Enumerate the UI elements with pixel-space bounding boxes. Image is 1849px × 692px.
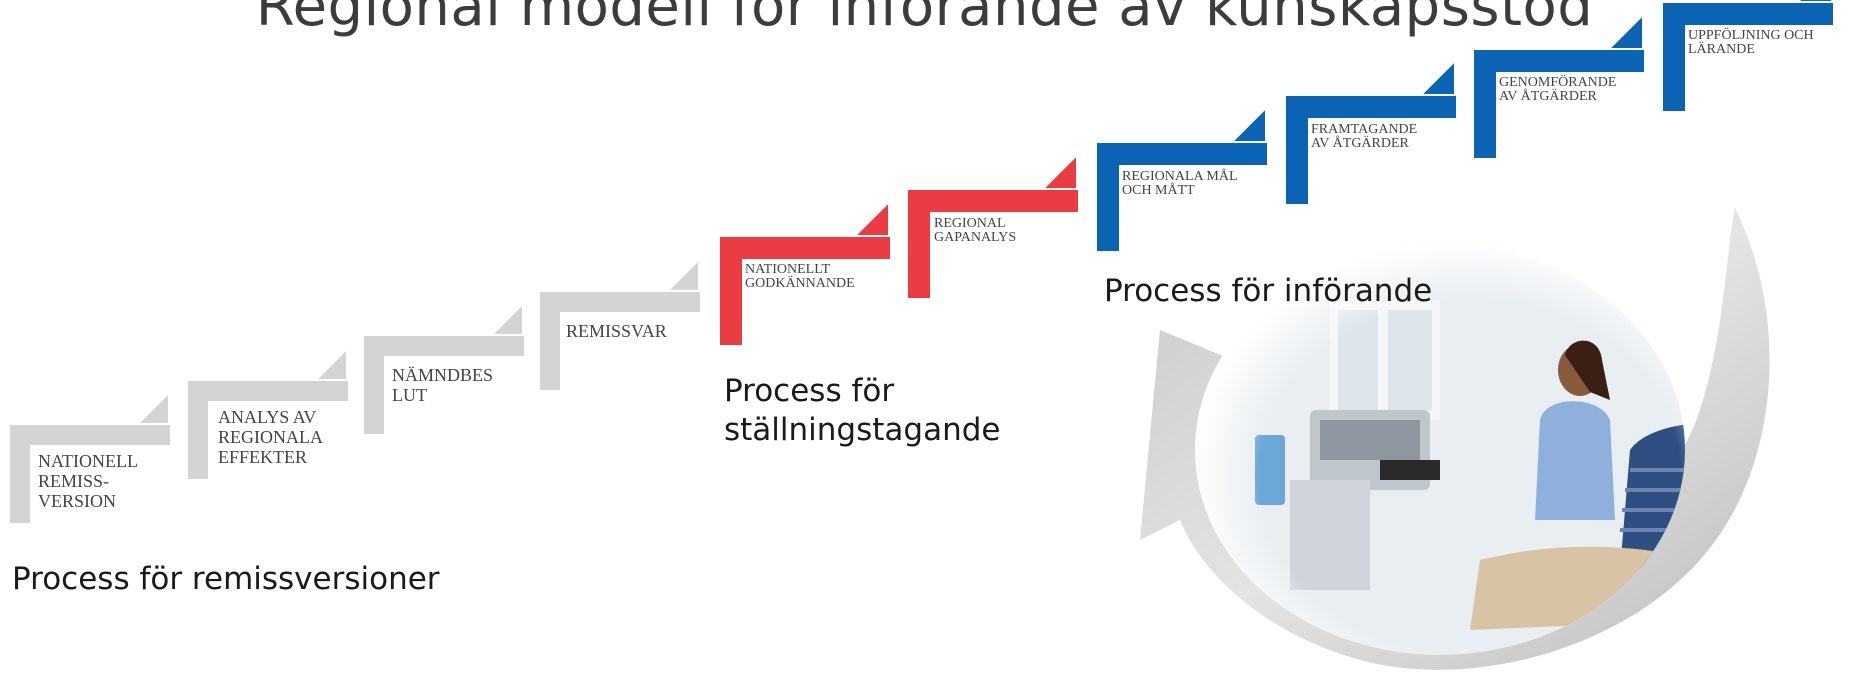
step-shape <box>10 425 170 523</box>
step-corner-triangle <box>318 351 346 379</box>
step-corner-triangle <box>1800 0 1831 1</box>
healthcare-ultrasound-photo-icon <box>1195 245 1685 655</box>
step-label-nationellt-godkannande: NATIONELLT GODKÄNNANDE <box>745 262 855 291</box>
step-9 <box>1474 17 1644 158</box>
step-2 <box>188 351 348 479</box>
step-corner-triangle <box>670 262 698 290</box>
step-label-regionala-mal-och-matt: REGIONALA MÅL OCH MÅTT <box>1122 169 1238 198</box>
step-corner-triangle <box>494 306 522 334</box>
step-7 <box>1097 110 1267 251</box>
step-label-regional-gapanalys: REGIONAL GAPANALYS <box>934 216 1017 245</box>
step-shape <box>1663 3 1833 111</box>
step-corner-triangle <box>1234 110 1265 141</box>
step-label-nationell-remissversion: NATIONELL REMISS- VERSION <box>38 451 138 511</box>
step-corner-triangle <box>1045 157 1076 188</box>
step-6 <box>908 157 1078 298</box>
step-shape <box>1097 143 1267 251</box>
step-shape <box>364 336 524 434</box>
process-label-remissversioner: Process för remissversioner <box>12 561 440 597</box>
steps-layer <box>10 0 1833 523</box>
step-corner-triangle <box>1423 63 1454 94</box>
step-label-namndbeslut: NÄMNDBES LUT <box>392 365 494 405</box>
process-label-stallningstagande: Process för ställningstagande <box>724 373 1001 448</box>
step-shape <box>188 381 348 479</box>
step-corner-triangle <box>1611 17 1642 48</box>
step-label-framtagande-av-atgarder: FRAMTAGANDE AV ÅTGÄRDER <box>1311 122 1418 151</box>
step-shape <box>540 292 700 390</box>
step-label-remissvar: REMISSVAR <box>566 321 667 341</box>
step-shape <box>1474 50 1644 158</box>
step-label-uppfoljning-och-larande: UPPFÖLJNING OCH LÄRANDE <box>1688 28 1814 57</box>
step-corner-triangle <box>857 204 888 235</box>
step-5 <box>720 204 890 345</box>
page-title: Regional modell för införande av kunskap… <box>255 0 1594 39</box>
step-1 <box>10 395 170 523</box>
step-label-analys-regionala-effekter: ANALYS AV REGIONALA EFFEKTER <box>218 407 323 467</box>
step-8 <box>1286 63 1456 204</box>
step-10 <box>1663 0 1833 111</box>
step-shape <box>908 190 1078 298</box>
step-3 <box>364 306 524 434</box>
step-label-genomforande-av-atgarder: GENOMFÖRANDE AV ÅTGÄRDER <box>1499 75 1617 104</box>
step-shape <box>720 237 890 345</box>
step-4 <box>540 262 700 390</box>
process-label-inforande: Process för införande <box>1104 273 1433 309</box>
step-shape <box>1286 96 1456 204</box>
step-corner-triangle <box>140 395 168 423</box>
